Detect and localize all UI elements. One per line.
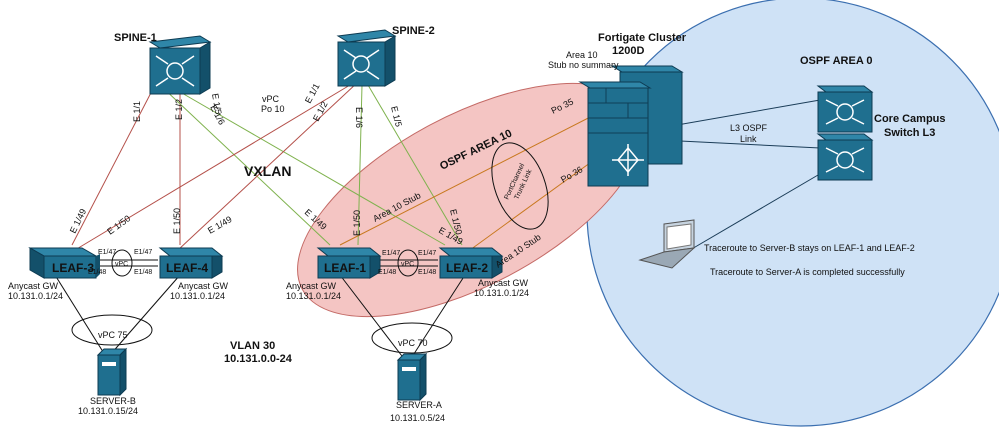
port-l4-e150: E 1/50 <box>172 208 182 234</box>
port-l4-e147: E1/47 <box>134 249 152 256</box>
gw-ip-leaf2: 10.131.0.1/24 <box>474 288 529 298</box>
server-b-icon[interactable] <box>96 347 128 397</box>
trace-a-note: Traceroute to Server-A is completed succ… <box>710 267 905 277</box>
port-l4-e148: E1/48 <box>134 269 152 276</box>
area10-note-2: Stub no summary <box>548 60 619 70</box>
anycast-gw-leaf1: Anycast GW <box>286 281 337 291</box>
anycast-gw-leaf2: Anycast GW <box>478 278 529 288</box>
spine2-switch[interactable] <box>336 29 397 87</box>
server-a-name: SERVER-A <box>396 400 442 410</box>
core-switch-top[interactable] <box>816 85 874 133</box>
fortigate-title: Fortigate Cluster <box>598 32 687 44</box>
area10-note-1: Area 10 <box>566 50 598 60</box>
port-l4-e149: E 1/49 <box>206 214 234 236</box>
core-switch-bottom[interactable] <box>816 133 874 181</box>
port-l3-e148: E1/48 <box>88 269 106 276</box>
gw-ip-leaf3: 10.131.0.1/24 <box>8 291 63 301</box>
vlan-label: VLAN 30 <box>230 340 275 352</box>
port-s2-e15: E 1/5 <box>389 105 404 128</box>
trace-b-note: Traceroute to Server-B stays on LEAF-1 a… <box>704 243 915 253</box>
gw-ip-leaf1: 10.131.0.1/24 <box>286 291 341 301</box>
vpc-po10-label-1: vPC <box>262 94 280 104</box>
spine1-label: SPINE-1 <box>114 32 157 44</box>
core-label-1: Core Campus <box>874 113 946 125</box>
area0-label: OSPF AREA 0 <box>800 55 873 67</box>
leaf3-switch[interactable] <box>28 247 100 279</box>
spine2-label: SPINE-2 <box>392 25 435 37</box>
fortigate-cluster[interactable] <box>578 65 684 187</box>
port-l3-e147: E1/47 <box>98 249 116 256</box>
server-b-ip: 10.131.0.15/24 <box>78 406 138 416</box>
port-s1-e12: E 1/2 <box>174 99 184 120</box>
leaf4-switch[interactable] <box>158 247 224 279</box>
portchannel-ellipse <box>491 142 549 230</box>
port-l1-e150: E 1/50 <box>352 210 362 236</box>
vpc75-label: vPC 75 <box>98 330 128 340</box>
port-l1-e147: E1/47 <box>382 250 400 257</box>
l3-link-label-2: Link <box>740 134 757 144</box>
port-s1-e15: E 1/5 <box>210 93 223 115</box>
anycast-gw-leaf4: Anycast GW <box>178 281 229 291</box>
server-a-ip: 10.131.0.5/24 <box>390 413 445 423</box>
server-b-name: SERVER-B <box>90 396 136 406</box>
server-a-icon[interactable] <box>396 352 428 402</box>
vpc-small-left: vPC <box>115 261 128 268</box>
ospf-area0-zone <box>586 0 999 427</box>
leaf3-label: LEAF-3 <box>52 261 94 275</box>
vpc-ellipse-left <box>111 249 133 277</box>
vpc75-ellipse <box>71 314 153 346</box>
port-l1-e148: E1/48 <box>378 269 396 276</box>
gw-ip-leaf4: 10.131.0.1/24 <box>170 291 225 301</box>
port-l3-e149: E 1/49 <box>68 207 88 235</box>
vpc70-label: vPC 70 <box>398 338 428 348</box>
leaf1-switch[interactable] <box>316 247 382 279</box>
port-l2-e148: E1/48 <box>418 269 436 276</box>
leaf2-switch[interactable] <box>438 247 504 279</box>
port-l2-e147: E1/47 <box>418 250 436 257</box>
laptop-icon <box>638 219 696 269</box>
vxlan-label: VXLAN <box>244 163 291 179</box>
fortigate-model: 1200D <box>612 45 644 57</box>
anycast-gw-leaf3: Anycast GW <box>8 281 59 291</box>
core-label-2: Switch L3 <box>884 127 935 139</box>
leaf1-label: LEAF-1 <box>324 261 366 275</box>
spine-leaf-links <box>54 81 831 361</box>
vpc-small-right: vPC <box>401 261 414 268</box>
vpc-po10-label-2: Po 10 <box>261 104 285 114</box>
port-s1-e11: E 1/1 <box>132 101 142 122</box>
port-l3-e150: E 1/50 <box>105 213 132 236</box>
leaf4-label: LEAF-4 <box>166 261 208 275</box>
vpc-peer-links <box>97 259 438 267</box>
leaf2-label: LEAF-2 <box>446 261 488 275</box>
vlan-range-label: 10.131.0.0-24 <box>224 353 293 365</box>
vpc70-ellipse <box>371 322 453 354</box>
l3-link-label-1: L3 OSPF <box>730 123 768 133</box>
vpc-ellipse-right <box>397 249 419 277</box>
port-s1-e16: E 1/6 <box>208 103 227 126</box>
port-s2-e16: E 1/6 <box>354 107 364 128</box>
spine1-switch[interactable] <box>148 35 212 95</box>
